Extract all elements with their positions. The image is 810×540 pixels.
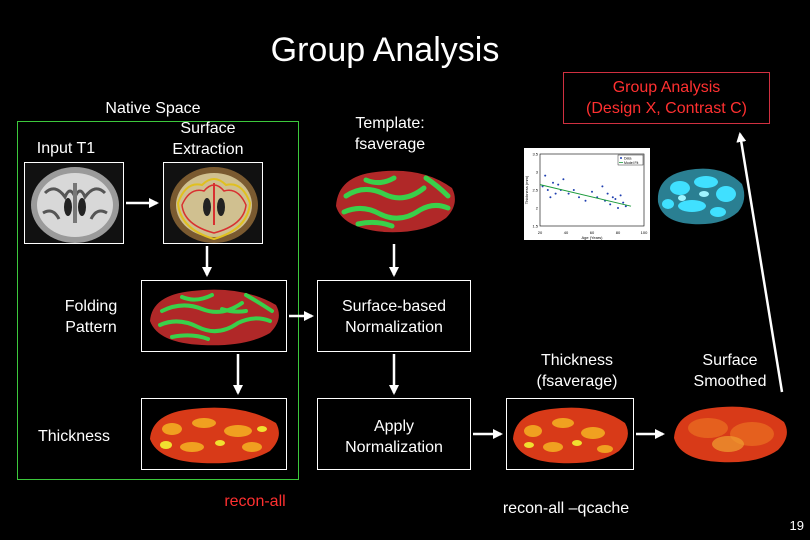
x-axis-label: Age (Years) (582, 235, 604, 240)
native-space-box (17, 121, 299, 480)
folding-pattern-brain-image (141, 280, 287, 352)
surface-based-normalization-box (317, 280, 471, 352)
data-point (606, 192, 609, 195)
y-tick-label: 3 (536, 170, 539, 175)
data-point (567, 192, 570, 195)
folding-pattern-label: Folding Pattern (46, 296, 136, 338)
apply-normalization-line-1: Apply (373, 418, 415, 435)
page-number: 19 (789, 518, 804, 533)
data-point (572, 189, 575, 191)
data-point (611, 196, 614, 199)
data-point (622, 201, 625, 204)
surface-extraction-line-2: Extraction (172, 141, 244, 158)
x-tick-label: 20 (538, 230, 543, 235)
legend-box (617, 154, 644, 166)
y-tick-label: 2.5 (532, 188, 538, 193)
apply-normalization-line-2: Normalization (345, 439, 443, 456)
template-fsaverage-brain-image (330, 162, 460, 242)
data-point (601, 185, 604, 188)
native-space-label: Native Space (105, 100, 201, 117)
data-point (619, 194, 622, 197)
data-point (609, 203, 612, 206)
x-tick-label: 80 (616, 230, 621, 235)
surface-extraction-line-1: Surface (180, 120, 236, 137)
template-line-2: fsaverage (354, 136, 426, 153)
input-t1-mri-image (24, 162, 124, 244)
model-fit-line (539, 184, 632, 207)
data-point (544, 174, 547, 177)
data-point (617, 207, 619, 209)
data-point (578, 196, 580, 199)
y-tick-label: 3.5 (532, 152, 538, 157)
thickness-fsaverage-brain-image (506, 398, 634, 470)
recon-all-label: recon-all (224, 493, 286, 510)
group-analysis-label: Group Analysis (Design X, Contrast C) (563, 77, 770, 119)
x-tick-label: 100 (641, 230, 648, 235)
data-point (552, 181, 554, 184)
surface-smoothed-label: Surface Smoothed (680, 350, 780, 392)
surface-smoothed-line-2: Smoothed (693, 373, 767, 390)
data-point (541, 185, 544, 188)
x-tick-label: 60 (590, 230, 595, 235)
y-tick-label: 2 (536, 206, 539, 211)
template-label: Template: fsaverage (335, 113, 445, 155)
data-point (614, 198, 617, 200)
surface-smoothed-brain-image (668, 398, 794, 470)
data-point (624, 205, 627, 208)
y-axis-label: Thickness (mm) (524, 175, 529, 204)
thickness-fsaverage-label: Thickness (fsaverage) (522, 350, 632, 392)
data-point (549, 196, 552, 199)
data-point (562, 178, 565, 181)
data-point (591, 190, 593, 193)
input-t1-label: Input T1 (36, 140, 96, 157)
slide-title: Group Analysis (270, 31, 500, 69)
x-tick-label: 40 (564, 230, 569, 235)
surface-normalization-label: Surface-based Normalization (317, 296, 471, 338)
template-line-1: Template: (355, 115, 425, 132)
data-point (557, 183, 560, 186)
thickness-native-brain-image (141, 398, 287, 470)
surface-extraction-label: Surface Extraction (158, 118, 258, 160)
thickness-fsaverage-line-1: Thickness (540, 352, 614, 369)
plot-frame (539, 153, 645, 227)
legend-data-label: Data (624, 157, 631, 161)
group-analysis-line-2: (Design X, Contrast C) (586, 100, 747, 117)
surface-normalization-line-1: Surface-based (341, 298, 447, 315)
data-point (546, 189, 549, 191)
surface-smoothed-line-1: Surface (702, 352, 758, 369)
surface-extraction-image (163, 162, 263, 244)
folding-pattern-line-1: Folding (64, 298, 118, 315)
legend-data-marker (620, 157, 622, 159)
y-tick-label: 1.5 (532, 224, 538, 229)
legend-fit-label: Model Fit (624, 161, 638, 165)
data-point (584, 199, 587, 202)
group-analysis-box (563, 72, 770, 124)
group-analysis-line-1: Group Analysis (612, 79, 721, 96)
apply-normalization-box (317, 398, 471, 470)
thickness-label: Thickness (37, 428, 111, 445)
surface-normalization-line-2: Normalization (345, 319, 443, 336)
group-result-brain-image (652, 160, 748, 232)
apply-normalization-label: Apply Normalization (317, 416, 471, 458)
thickness-fsaverage-line-2: (fsaverage) (536, 373, 618, 390)
recon-all-qcache-label: recon-all –qcache (502, 500, 630, 517)
folding-pattern-line-2: Pattern (65, 319, 117, 336)
data-point (554, 192, 557, 195)
arrow-smoothed-to-group (736, 132, 784, 393)
